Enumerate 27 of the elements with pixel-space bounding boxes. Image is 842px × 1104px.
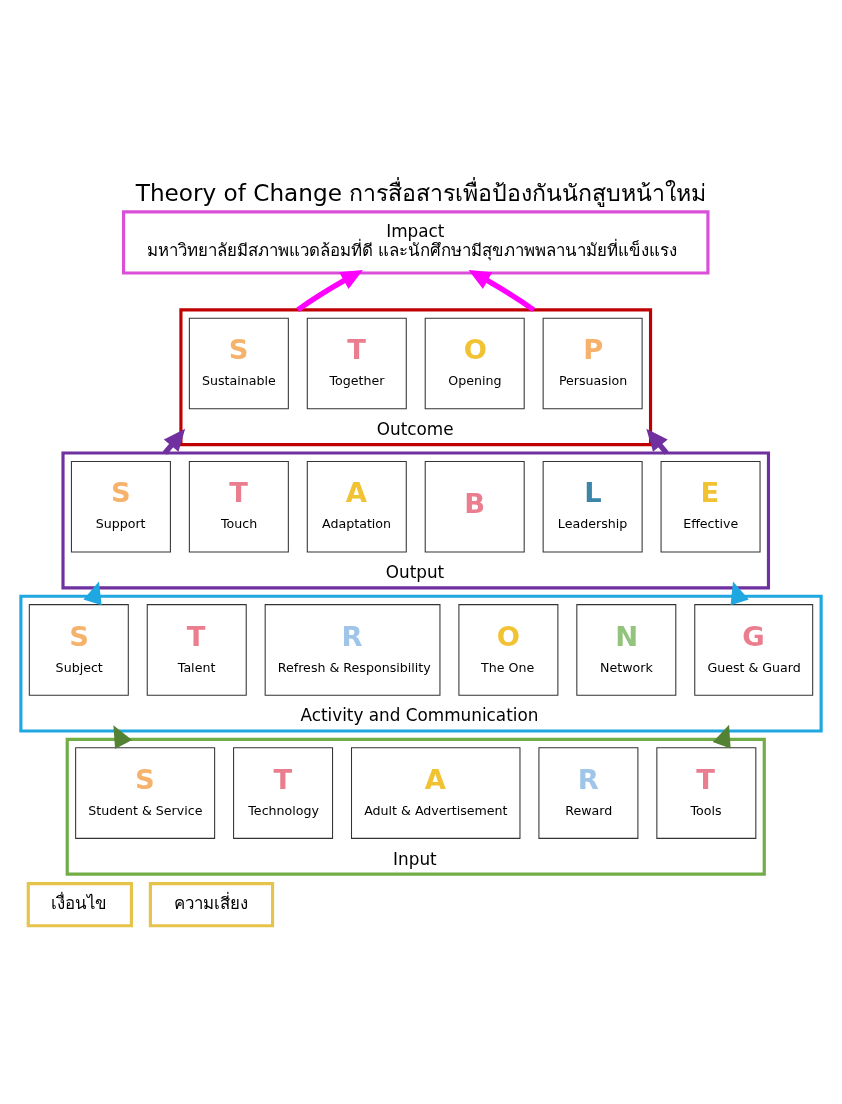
node-box: R Refresh & Responsibility	[264, 604, 441, 696]
node-box: E Effective	[660, 460, 761, 553]
node-box: T Talent	[146, 604, 247, 696]
node-box: S Support	[70, 460, 171, 553]
node-box: ความเสี่ยง	[148, 882, 275, 928]
node-box: L Leadership	[542, 460, 643, 553]
arrow	[468, 269, 536, 312]
node-box: S Sustainable	[188, 317, 289, 410]
node-box: A Adult & Advertisement	[351, 747, 521, 839]
node-box: T Together	[306, 317, 407, 410]
node-box: T Touch	[188, 460, 289, 553]
node-box: O Opening	[424, 317, 525, 410]
node-box: P Persuasion	[542, 317, 643, 410]
node-box: T Tools	[656, 747, 757, 839]
diagram-title: Theory of Change การสื่อสารเพื่อป้องกันนักสูบหน้าใหม่	[135, 179, 707, 206]
node-box: G Guest & Guard	[694, 604, 814, 696]
node-box: Impact มหาวิทยาลัยมีสภาพแวดล้อมที่ดี และนักศึกษามีสุขภาพพลานามัยที่แข็งแรง	[121, 210, 710, 275]
node-box: เงื่อนไข	[26, 882, 134, 928]
node-box: T Technology	[233, 747, 334, 839]
node-box: N Network	[576, 604, 677, 696]
node-box: O The One	[458, 604, 559, 696]
arrow	[296, 269, 363, 312]
node-box: R Reward	[538, 747, 639, 839]
node-box: B	[424, 460, 525, 553]
node-box: S Student & Service	[75, 747, 216, 839]
node-box: A Adaptation	[306, 460, 407, 553]
node-box: S Subject	[28, 604, 129, 696]
